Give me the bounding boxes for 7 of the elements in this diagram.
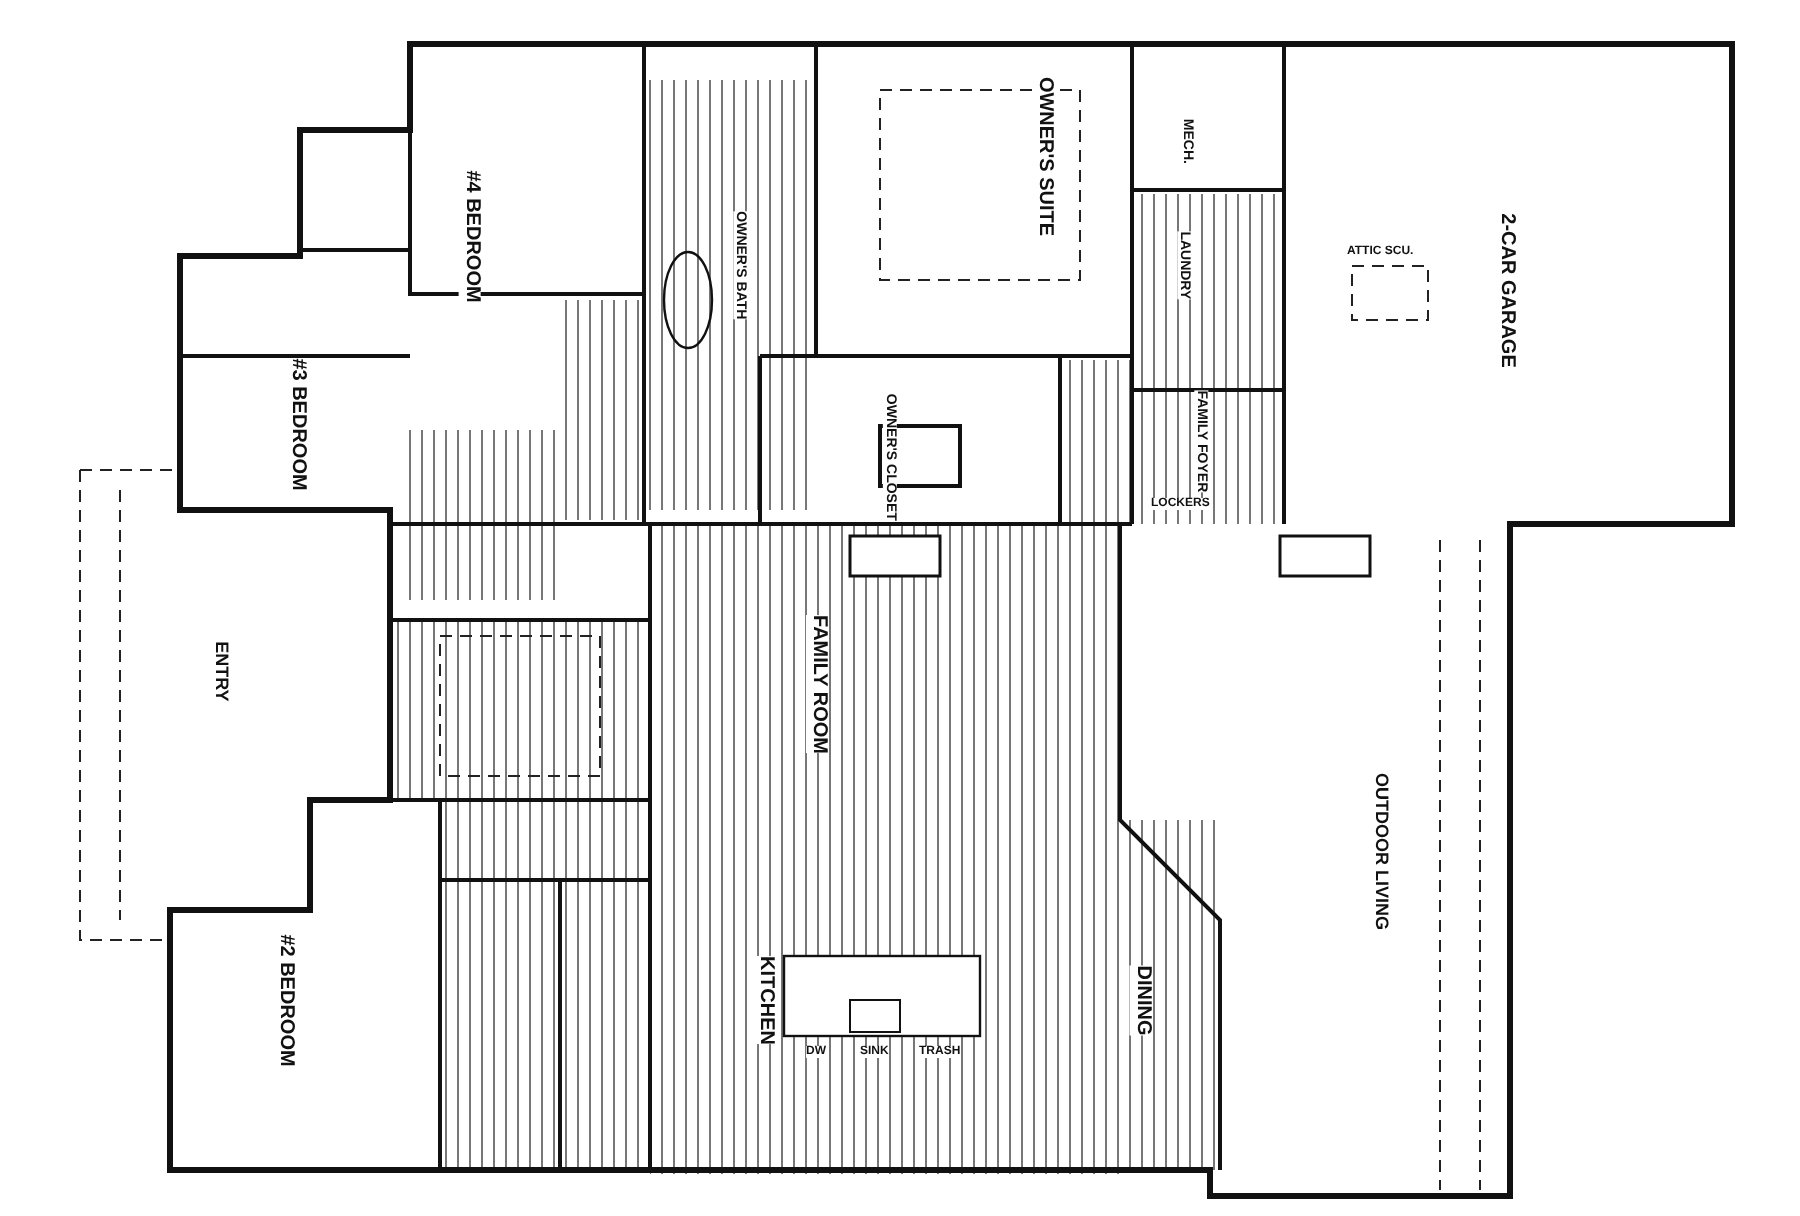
room-label: OWNER'S SUITE xyxy=(1033,75,1055,236)
room-label: FAMILY ROOM xyxy=(805,614,827,753)
room-label: DINING xyxy=(1129,964,1151,1035)
room-label: KITCHEN xyxy=(753,955,775,1044)
room-label: #4 BEDROOM xyxy=(459,169,481,302)
room-label: OUTDOOR LIVING xyxy=(1370,771,1389,929)
room-label: ENTRY xyxy=(210,640,230,701)
